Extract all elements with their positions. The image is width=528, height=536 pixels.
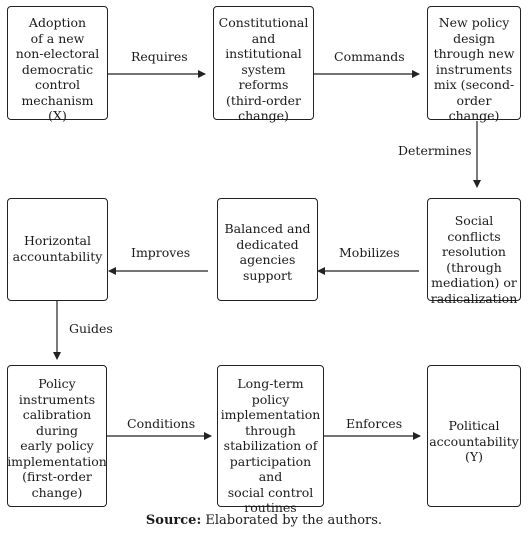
source-label: Source: [145, 513, 202, 528]
label-mobilizes: Mobilizes [339, 245, 400, 260]
source-note: Source: Elaborated by the authors. [0, 513, 528, 529]
label-conditions: Conditions [127, 416, 196, 431]
box-balanced-agencies: Balanced and dedicated agencies support [217, 198, 318, 301]
label-requires: Requires [131, 49, 188, 64]
label-improves: Improves [131, 245, 191, 260]
box-adoption-mechanism: Adoption of a new non-electoral democrat… [7, 6, 108, 123]
box-long-term-implementation: Long-term policy implementation through … [217, 365, 324, 515]
box-policy-instruments-calibration: Policy instruments calibration during ea… [7, 365, 107, 507]
box-constitutional-reforms: Constitutional and institutional system … [213, 6, 314, 123]
label-guides: Guides [69, 321, 113, 336]
box-new-policy-design: New policy design through new instrument… [427, 6, 521, 123]
box-political-accountability: Political accountability (Y) [427, 365, 521, 507]
label-commands: Commands [334, 49, 405, 64]
label-enforces: Enforces [346, 416, 403, 431]
label-determines: Determines [398, 143, 472, 158]
box-horizontal-accountability: Horizontal accountability [7, 198, 108, 301]
box-social-conflicts: Social conflicts resolution (through med… [427, 198, 521, 306]
source-text: Elaborated by the authors. [201, 513, 383, 528]
